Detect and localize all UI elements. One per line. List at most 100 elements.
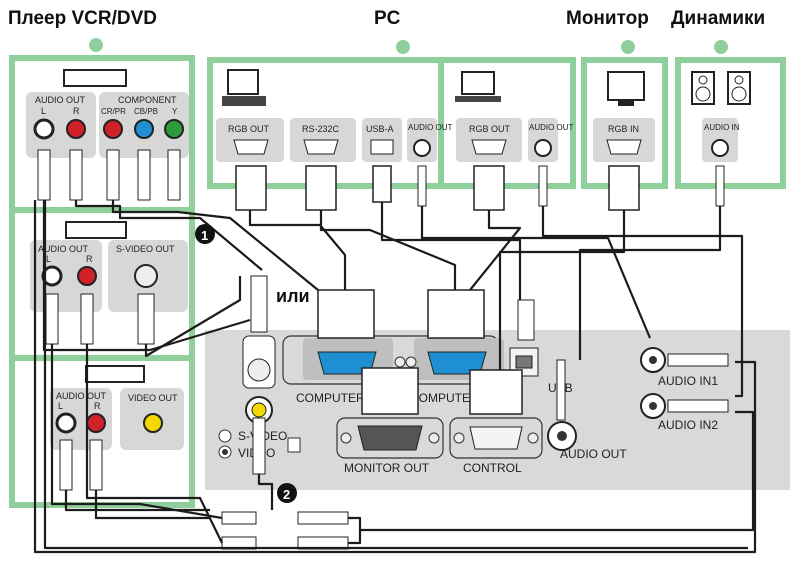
audio-plug [716,166,724,206]
s-video-jack [248,359,270,381]
label-audio-in-1: AUDIO IN1 [658,374,718,388]
vcr-audio-r-jack [78,267,96,285]
label-vcr-l: L [46,254,51,264]
screw-icon [454,433,464,443]
vga-plug [428,290,484,338]
callout-2-number: 2 [283,487,290,502]
audio-jack-icon [414,140,430,156]
label-pc-audio-out-2: AUDIO OUT [529,123,574,132]
audio-in-1-jack-core [649,356,657,364]
audio-plug [418,166,426,206]
header-vcr-dvd: Плеер VCR/DVD [8,8,157,29]
serial-plug [470,370,522,414]
usb-a-port-icon [371,140,393,154]
laptop-base [455,96,501,102]
label-pc-audio-out-1: AUDIO OUT [408,123,453,132]
group-tab [89,38,103,52]
callout-1-number: 1 [201,228,208,243]
label-dvd-y: Y [172,107,178,116]
header-pc: PC [374,8,401,29]
label-speaker-audio-in: AUDIO IN [704,123,740,132]
video-jack [252,403,266,417]
label-dvd-audio-out: AUDIO OUT [35,95,86,105]
label-vcr2-audio-out: AUDIO OUT [56,391,107,401]
dvd-player-icon [64,70,126,86]
rca-plug [90,440,102,490]
label-dvd-r: R [73,106,80,116]
vcr2-audio-r-jack [87,414,105,432]
or-label: или [276,286,310,306]
rca-adapter-plug [298,512,348,524]
speaker-left-woofer [696,87,710,101]
audio-jack-icon [712,140,728,156]
label-control: CONTROL [463,461,522,475]
desktop-pc-keyboard [222,96,266,106]
speaker-left-tweeter [699,76,707,84]
label-audio-in-2: AUDIO IN2 [658,418,718,432]
group-tab [714,40,728,54]
label-pc-usb-a: USB-A [366,124,394,134]
label-pc-rs232c: RS-232C [302,124,340,134]
rca-plug [38,150,50,200]
dsub-port-icon [472,140,506,154]
dsub-port-icon [607,140,641,154]
label-vcr-svideo-out: S-VIDEO OUT [116,244,175,254]
header-speakers: Динамики [671,8,765,29]
desktop-pc-icon [228,70,258,94]
rca-adapter-plug [222,512,256,524]
cable-rgb-2 [470,210,520,290]
vga-plug [609,166,639,210]
dvd-y-jack [165,120,183,138]
usb-icon [516,356,532,368]
dvd-audio-r-jack [67,120,85,138]
svideo-plug [251,276,267,332]
screw-icon [528,433,538,443]
audio-plug [539,166,547,206]
vcr2-video-jack [144,414,162,432]
cable-adapter-out-2 [348,530,360,543]
rca-plug [253,418,265,474]
audio-in-1-plug [668,354,728,366]
serial-plug [306,166,336,210]
monitor-icon [608,72,644,100]
s-video-icon [219,430,231,442]
vga-plug [318,290,374,338]
rca-plug [60,440,72,490]
audio-plug [557,360,565,420]
label-vcr2-l: L [58,401,63,411]
laptop-icon [462,72,494,94]
group-tab [621,40,635,54]
monitor-out-connector [358,426,422,450]
label-vcr2-video-out: VIDEO OUT [128,393,178,403]
dvd-cb-pb-jack [135,120,153,138]
vcr-svideo-jack [135,265,157,287]
label-dvd-cb-pb: CB/PB [134,107,158,116]
label-dvd-cr-pr: CR/PR [101,107,126,116]
vga-plug [236,166,266,210]
audio-out-jack-core [557,431,567,441]
rca-plug [46,294,58,344]
vcr2-audio-l-jack [57,414,75,432]
screw-icon [406,357,416,367]
dsub-port-icon [234,140,268,154]
vga-plug [474,166,504,210]
label-vcr-r: R [86,254,93,264]
label-computer-in-1: COMPUTER [296,391,365,405]
video-icon-dot [222,449,228,455]
speaker-right-tweeter [735,76,743,84]
audio-in-2-jack-core [649,402,657,410]
audio-in-2-plug [668,400,728,412]
rca-plug [107,150,119,200]
screw-icon [429,433,439,443]
dvd-audio-l-jack [35,120,53,138]
group-tab [396,40,410,54]
usb-plug [373,166,391,202]
speaker-right-woofer [732,87,746,101]
vga-plug [362,368,418,414]
control-connector [470,427,522,449]
audio-jack-icon [535,140,551,156]
label-pc-rgb-out-1: RGB OUT [228,124,270,134]
screw-icon [341,433,351,443]
